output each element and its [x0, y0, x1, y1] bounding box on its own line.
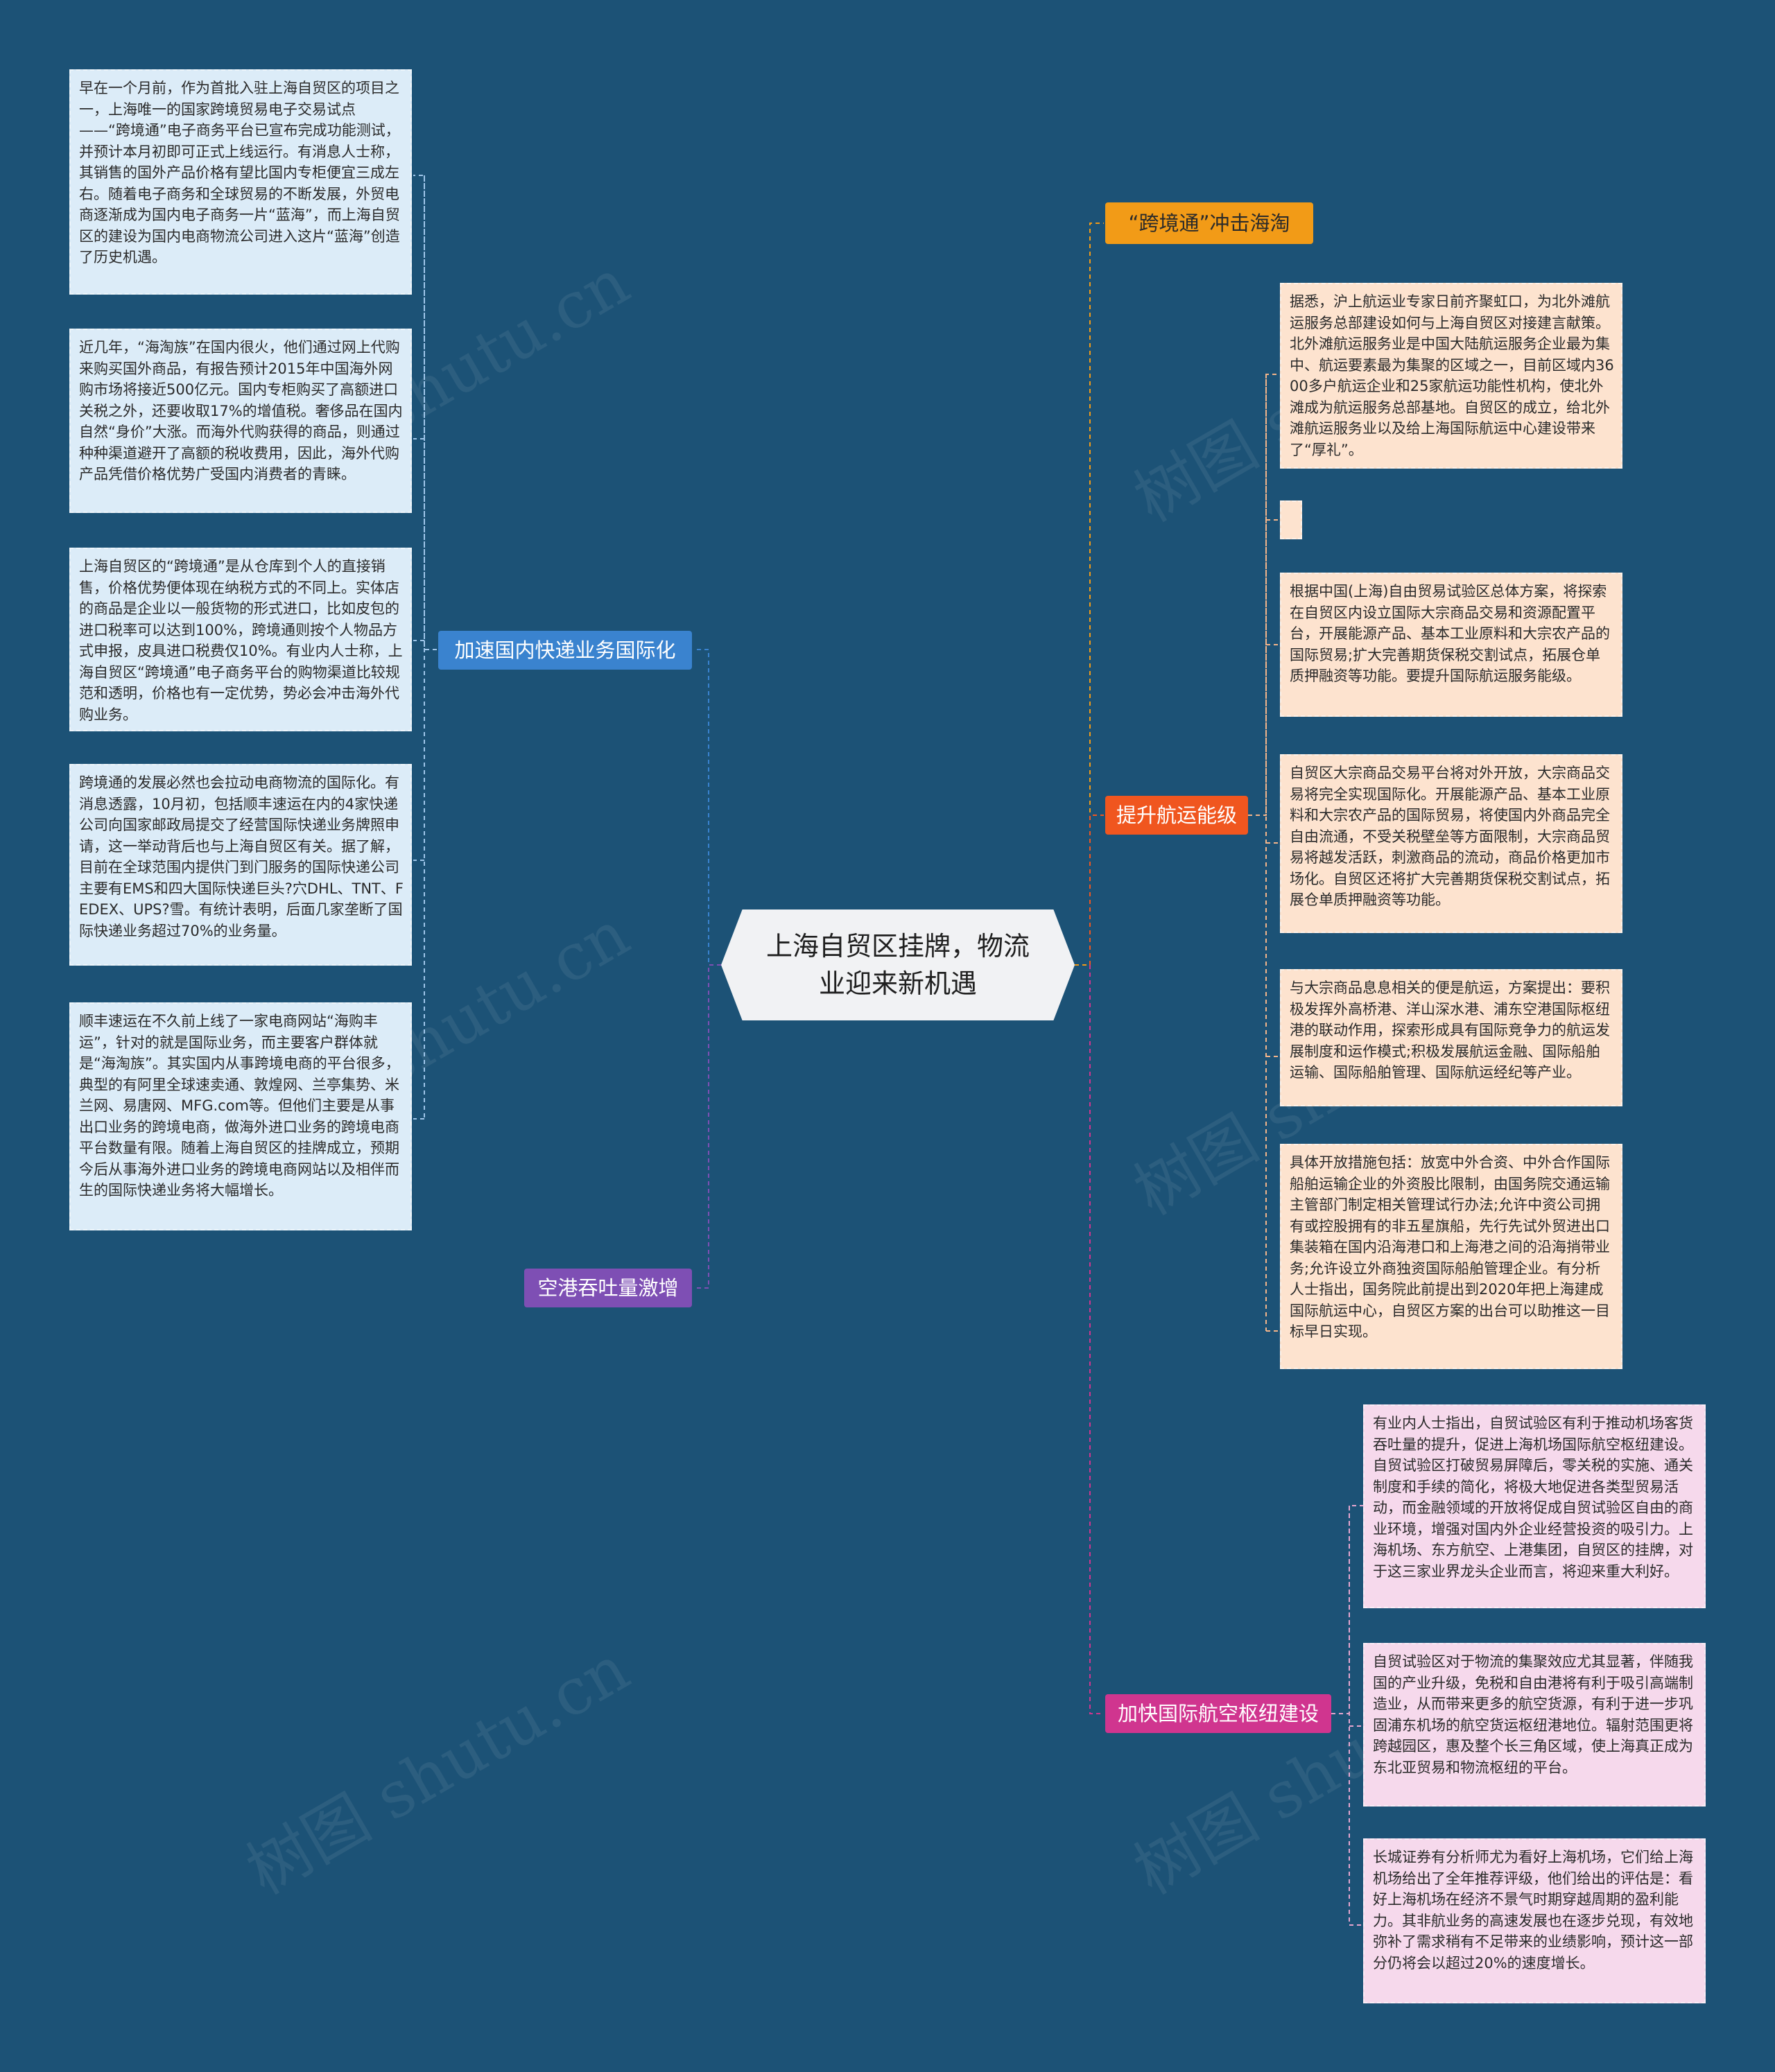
- branch-domestic-express[interactable]: 加速国内快递业务国际化: [438, 631, 692, 670]
- branch-cross-border[interactable]: “跨境通”冲击海淘: [1105, 202, 1313, 244]
- leaf-sf-express: 顺丰速运在不久前上线了一家电商网站“海购丰运”，针对的就是国际业务，而主要客户群…: [69, 1002, 412, 1230]
- branch-aviation-hub[interactable]: 加快国际航空枢纽建设: [1105, 1694, 1331, 1733]
- leaf-empty: [1280, 500, 1302, 539]
- leaf-haitao-trend: 近几年，“海淘族”在国内很火，他们通过网上代购来购买国外商品，有报告预计2015…: [69, 329, 412, 513]
- leaf-opening-measures: 具体开放措施包括：放宽中外合资、中外合作国际船舶运输企业的外资股比限制，由国务院…: [1280, 1144, 1622, 1369]
- root-topic[interactable]: 上海自贸区挂牌，物流业迎来新机遇: [721, 909, 1075, 1020]
- leaf-airport-throughput: 有业内人士指出，自贸试验区有利于推动机场客货吞吐量的提升，促进上海机场国际航空枢…: [1363, 1404, 1706, 1608]
- leaf-analyst-rating: 长城证券有分析师尤为看好上海机场，它们给上海机场给出了全年推荐评级，他们给出的评…: [1363, 1838, 1706, 2003]
- leaf-price-advantage: 上海自贸区的“跨境通”是从仓库到个人的直接销售，价格优势便体现在纳税方式的不同上…: [69, 548, 412, 731]
- leaf-shipping-plan: 与大宗商品息息相关的便是航运，方案提出：要积极发挥外高桥港、洋山深水港、浦东空港…: [1280, 969, 1622, 1106]
- branch-shipping[interactable]: 提升航运能级: [1105, 796, 1248, 835]
- leaf-commodity-platform: 根据中国(上海)自由贸易试验区总体方案，将探索在自贸区内设立国际大宗商品交易和资…: [1280, 573, 1622, 717]
- leaf-north-bund: 据悉，沪上航运业专家日前齐聚虹口，为北外滩航运服务总部建设如何与上海自贸区对接建…: [1280, 283, 1622, 469]
- leaf-logistics-cluster: 自贸试验区对于物流的集聚效应尤其显著，伴随我国的产业升级，免税和自由港将有利于吸…: [1363, 1643, 1706, 1807]
- leaf-express-internationalization: 跨境通的发展必然也会拉动电商物流的国际化。有消息透露，10月初，包括顺丰速运在内…: [69, 764, 412, 966]
- leaf-commodity-trading: 自贸区大宗商品交易平台将对外开放，大宗商品交易将完全实现国际化。开展能源产品、基…: [1280, 754, 1622, 933]
- branch-airport-throughput[interactable]: 空港吞吐量激增: [524, 1269, 692, 1307]
- leaf-cross-border-platform: 早在一个月前，作为首批入驻上海自贸区的项目之一，上海唯一的国家跨境贸易电子交易试…: [69, 69, 412, 295]
